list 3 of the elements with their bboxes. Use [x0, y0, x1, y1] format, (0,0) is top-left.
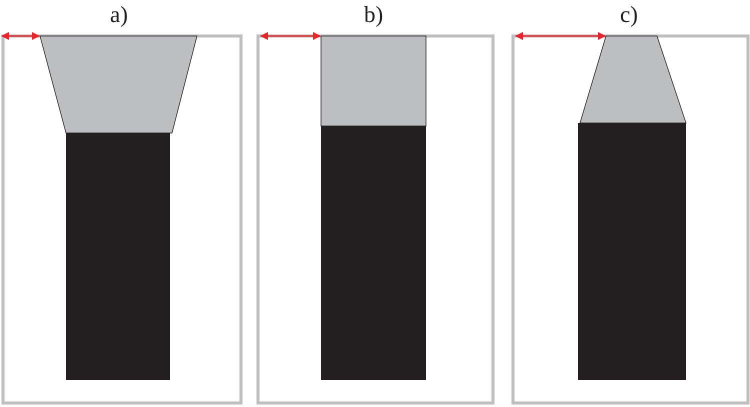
panel-label: a) — [110, 2, 128, 28]
panel-label: c) — [620, 2, 638, 28]
panel-label: b) — [364, 2, 384, 28]
